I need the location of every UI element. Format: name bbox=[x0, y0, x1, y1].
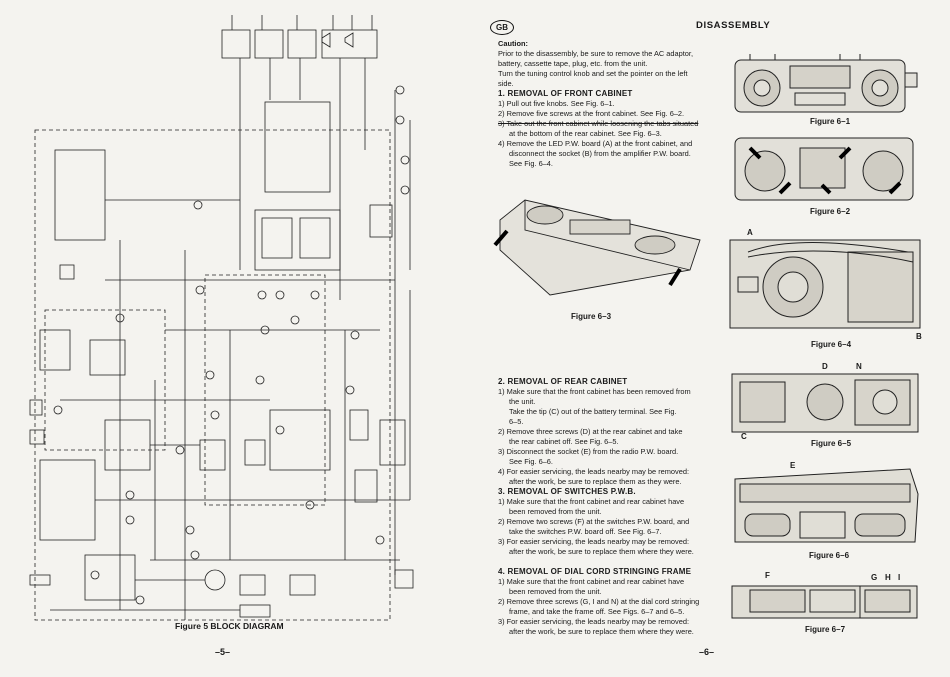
section-1-step: 4) Remove the LED P.W. board (A) at the … bbox=[498, 139, 693, 148]
language-badge: GB bbox=[490, 20, 514, 35]
section-4-step: 1) Make sure that the front cabinet and … bbox=[498, 577, 685, 586]
section-2-step: 3) Disconnect the socket (E) from the ra… bbox=[498, 447, 679, 456]
section-2-step: the rear cabinet off. See Fig. 6–5. bbox=[509, 437, 619, 446]
section-1-step: 1) Pull out five knobs. See Fig. 6–1. bbox=[498, 99, 615, 108]
section-1-step: 2) Remove five screws at the front cabin… bbox=[498, 109, 685, 118]
label-B: B bbox=[916, 332, 922, 341]
section-3-block: 3. REMOVAL OF SWITCHES P.W.B. 1) Make su… bbox=[498, 487, 713, 557]
page-number-left: –5– bbox=[215, 647, 231, 657]
figure-6-4-caption: Figure 6–4 bbox=[811, 340, 852, 349]
section-2-step: 6–5. bbox=[509, 417, 524, 426]
caution-line: battery, cassette tape, plug, etc. from … bbox=[498, 59, 648, 68]
label-G: G bbox=[871, 573, 878, 582]
section-3-step: 3) For easier servicing, the leads nearb… bbox=[498, 537, 690, 546]
label-F: F bbox=[765, 571, 770, 580]
section-4-heading: 4. REMOVAL OF DIAL CORD STRINGING FRAME bbox=[498, 567, 692, 576]
caution-line: Prior to the disassembly, be sure to rem… bbox=[498, 49, 693, 58]
section-4-step: after the work, be sure to replace them … bbox=[509, 627, 694, 636]
section-1-step: disconnect the socket (B) from the ampli… bbox=[509, 149, 691, 158]
section-3-step: after the work, be sure to replace them … bbox=[509, 547, 694, 556]
right-page: GB DISASSEMBLY Caution: Prior to the dis… bbox=[475, 0, 950, 677]
figure-6-5-caption: Figure 6–5 bbox=[811, 439, 852, 448]
section-2-step: 4) For easier servicing, the leads nearb… bbox=[498, 467, 690, 476]
page-number-right: –6– bbox=[699, 647, 715, 657]
section-2-block: 2. REMOVAL OF REAR CABINET 1) Make sure … bbox=[498, 377, 713, 487]
figure-6-7-caption: Figure 6–7 bbox=[805, 625, 846, 634]
caution-label: Caution: bbox=[498, 39, 528, 48]
label-I: I bbox=[898, 573, 901, 582]
section-2-step: See Fig. 6–6. bbox=[509, 457, 553, 466]
section-2-heading: 2. REMOVAL OF REAR CABINET bbox=[498, 377, 628, 386]
section-4-step: 2) Remove three screws (G, I and N) at t… bbox=[498, 597, 700, 606]
figure-6-3-caption: Figure 6–3 bbox=[571, 312, 612, 321]
figure-6-6-image bbox=[734, 468, 919, 543]
section-4-step: 3) For easier servicing, the leads nearb… bbox=[498, 617, 690, 626]
caution-block: Caution: Prior to the disassembly, be su… bbox=[498, 39, 723, 169]
figure-6-1-caption: Figure 6–1 bbox=[810, 117, 851, 126]
label-C: C bbox=[741, 432, 747, 441]
section-1-step: See Fig. 6–4. bbox=[509, 159, 553, 168]
section-3-step: 2) Remove two screws (F) at the switches… bbox=[498, 517, 690, 526]
block-diagram bbox=[29, 15, 414, 621]
section-4-block: 4. REMOVAL OF DIAL CORD STRINGING FRAME … bbox=[498, 567, 713, 637]
figure-6-2-caption: Figure 6–2 bbox=[810, 207, 851, 216]
figure-6-2-image bbox=[734, 137, 914, 201]
section-4-step: frame, and take the frame off. See Figs.… bbox=[509, 607, 685, 616]
caution-line: Turn the tuning control knob and set the… bbox=[498, 69, 688, 78]
label-H: H bbox=[885, 573, 891, 582]
label-D: D bbox=[822, 362, 828, 371]
label-N: N bbox=[856, 362, 862, 371]
figure-6-7-image bbox=[731, 585, 918, 619]
section-1-step: 3) Take out the front cabinet while loos… bbox=[498, 119, 699, 128]
figure-6-3-image bbox=[493, 199, 701, 296]
section-3-step: been removed from the unit. bbox=[509, 507, 602, 516]
section-1-step: at the bottom of the rear cabinet. See F… bbox=[509, 129, 662, 138]
section-3-step: 1) Make sure that the front cabinet and … bbox=[498, 497, 685, 506]
label-E: E bbox=[790, 461, 796, 470]
section-4-step: been removed from the unit. bbox=[509, 587, 602, 596]
section-3-heading: 3. REMOVAL OF SWITCHES P.W.B. bbox=[498, 487, 636, 496]
page-title: DISASSEMBLY bbox=[696, 20, 771, 31]
figure-6-4-image bbox=[729, 239, 921, 329]
figure-6-5-image bbox=[731, 373, 919, 433]
section-3-step: take the switches P.W. board off. See Fi… bbox=[509, 527, 662, 536]
section-2-step: 2) Remove three screws (D) at the rear c… bbox=[498, 427, 683, 436]
section-2-step: Take the tip (C) out of the battery term… bbox=[509, 407, 677, 416]
section-2-step: the unit. bbox=[509, 397, 536, 406]
figure-6-6-caption: Figure 6–6 bbox=[809, 551, 850, 560]
figure-5-caption: Figure 5 BLOCK DIAGRAM bbox=[175, 621, 284, 631]
section-1-heading: 1. REMOVAL OF FRONT CABINET bbox=[498, 89, 633, 98]
caution-line: side. bbox=[498, 79, 514, 88]
section-2-step: after the work, be sure to replace them … bbox=[509, 477, 682, 486]
label-A: A bbox=[747, 228, 753, 237]
left-page: Figure 5 BLOCK DIAGRAM –5– bbox=[29, 15, 414, 657]
figure-6-1-image bbox=[734, 54, 918, 113]
section-2-step: 1) Make sure that the front cabinet has … bbox=[498, 387, 691, 396]
